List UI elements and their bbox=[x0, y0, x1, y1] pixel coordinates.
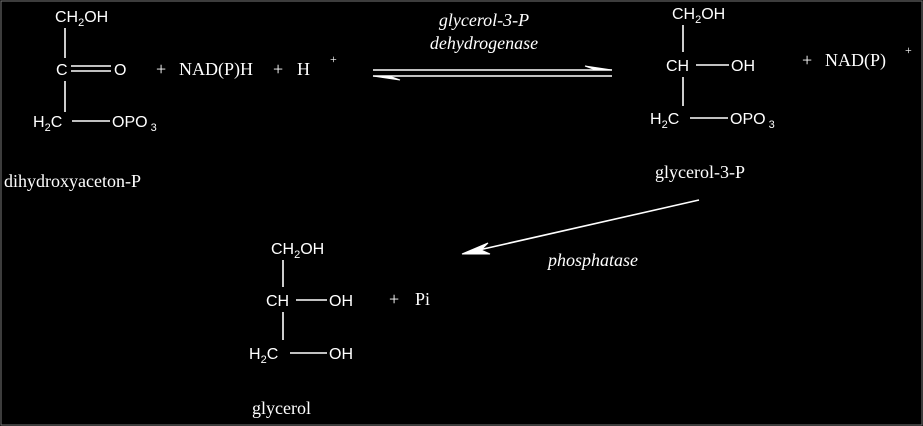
forward-arrow-head bbox=[584, 65, 613, 71]
proton-label: H bbox=[297, 59, 310, 79]
phosphatase-arrow-line bbox=[469, 199, 700, 253]
plus-sign-1: + bbox=[156, 59, 166, 79]
equilibrium-arrows bbox=[372, 65, 613, 81]
glycerol-top-group: CH2OH bbox=[271, 241, 324, 261]
glycerol-middle-carbon: CH bbox=[266, 293, 289, 310]
g3p-hydroxyl: OH bbox=[731, 58, 755, 75]
glycerol-hydroxyl-2: OH bbox=[329, 293, 353, 310]
dhap-carbonyl-oxygen: O bbox=[114, 62, 126, 79]
reverse-arrow-head bbox=[372, 75, 401, 81]
pi-label: Pi bbox=[415, 289, 430, 309]
phosphatase-arrow: phosphatase bbox=[461, 199, 700, 270]
glycerol-structure: CH2OH CH OH H2C OH glycerol bbox=[249, 241, 353, 418]
enzyme1-line1: glycerol-3-P bbox=[439, 10, 529, 30]
enzyme2-label: phosphatase bbox=[546, 250, 638, 270]
right-cofactor: + NAD(P) + bbox=[802, 43, 912, 71]
glycerol-bottom-carbon: H2C bbox=[249, 346, 278, 366]
product-phosphate: + Pi bbox=[389, 289, 430, 309]
g3p-middle-carbon: CH bbox=[666, 58, 689, 75]
plus-sign-2: + bbox=[273, 59, 283, 79]
phosphatase-arrow-head bbox=[461, 242, 491, 255]
glycerol-hydroxyl-3: OH bbox=[329, 346, 353, 363]
g3p-label: glycerol-3-P bbox=[655, 162, 745, 182]
glycerol-label: glycerol bbox=[252, 398, 311, 418]
enzyme1-line2: dehydrogenase bbox=[430, 33, 538, 53]
g3p-top-group: CH2OH bbox=[672, 6, 725, 26]
dhap-bottom-carbon: H2C bbox=[33, 114, 62, 134]
dhap-carbonyl-carbon: C bbox=[56, 62, 68, 79]
dhap-label: dihydroxyaceton-P bbox=[4, 171, 141, 191]
proton-charge: + bbox=[330, 52, 337, 66]
enzyme1-label: glycerol-3-P dehydrogenase bbox=[430, 10, 538, 53]
nadp-charge: + bbox=[905, 43, 912, 57]
nadp-label: NAD(P) bbox=[825, 50, 886, 71]
plus-sign-3: + bbox=[802, 50, 812, 70]
left-cofactors: + NAD(P)H + H + bbox=[156, 52, 337, 80]
plus-sign-4: + bbox=[389, 289, 399, 309]
dhap-top-group: CH2OH bbox=[55, 9, 108, 29]
g3p-bottom-carbon: H2C bbox=[650, 111, 679, 131]
nadph-label: NAD(P)H bbox=[179, 59, 253, 80]
